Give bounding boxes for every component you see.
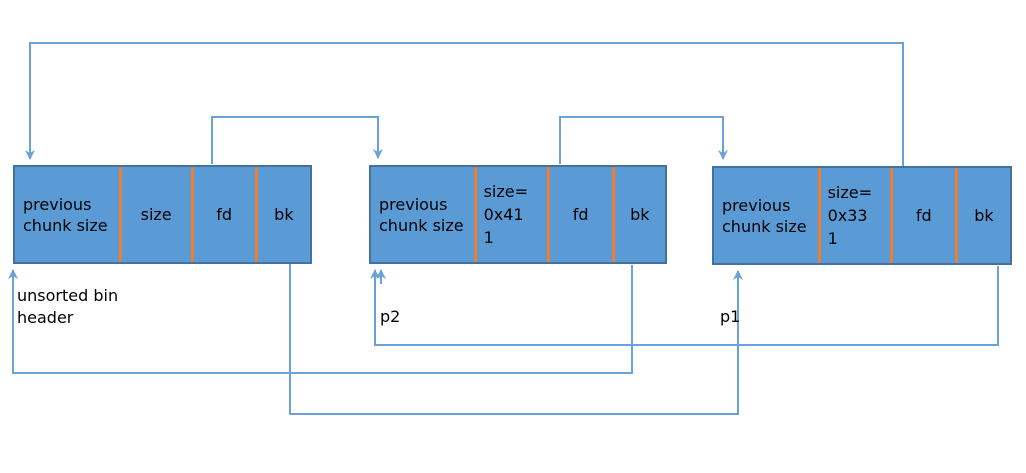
cell-p1-size: size=0x331 (817, 168, 890, 263)
arrow-p1-bk-to-p2 (370, 266, 999, 346)
cell-p1-prev-size-label: previous chunk size (722, 195, 807, 236)
caption-unsorted-bin-header: unsorted bin header (17, 286, 119, 327)
chunk-box-p2: previous chunk size size=0x411 fd bk (369, 165, 667, 264)
arrow-p1-fd-to-header (25, 42, 904, 166)
cell-p1-bk-label: bk (974, 205, 994, 225)
cell-p2-size-label: size=0x411 (483, 182, 529, 247)
arrow-p2-fd-to-p1 (559, 116, 728, 164)
chunk-box-unsorted-bin-header: previous chunk size size fd bk (13, 165, 312, 264)
cell-p2-bk-label: bk (630, 204, 650, 224)
cell-header-fd: fd (190, 167, 255, 262)
cell-p2-prev-size: previous chunk size (371, 167, 474, 262)
cell-header-prev-size: previous chunk size (15, 167, 119, 262)
arrow-header-fd-to-p2 (211, 116, 383, 164)
chunk-box-p1: previous chunk size size=0x331 fd bk (712, 166, 1012, 265)
cell-p2-fd-label: fd (572, 204, 589, 224)
cell-header-size: size (118, 167, 191, 262)
cell-p1-prev-size: previous chunk size (714, 168, 818, 263)
cell-p2-bk: bk (611, 167, 665, 262)
cell-header-fd-label: fd (216, 204, 233, 224)
cell-p2-size: size=0x411 (473, 167, 547, 262)
cell-p2-fd: fd (546, 167, 612, 262)
arrow-header-bk-to-p1 (289, 264, 743, 415)
cell-p1-size-label: size=0x331 (827, 183, 873, 248)
cell-p1-fd: fd (889, 168, 955, 263)
cell-p2-prev-size-label: previous chunk size (379, 194, 464, 235)
cell-p1-fd-label: fd (915, 205, 932, 225)
caption-p2: p2 (380, 307, 401, 326)
cell-header-bk: bk (254, 167, 310, 262)
caption-p1: p1 (720, 307, 741, 326)
cell-header-prev-size-label: previous chunk size (23, 194, 108, 235)
cell-header-bk-label: bk (274, 204, 294, 224)
cell-p1-bk: bk (954, 168, 1010, 263)
cell-header-size-label: size (140, 204, 172, 224)
